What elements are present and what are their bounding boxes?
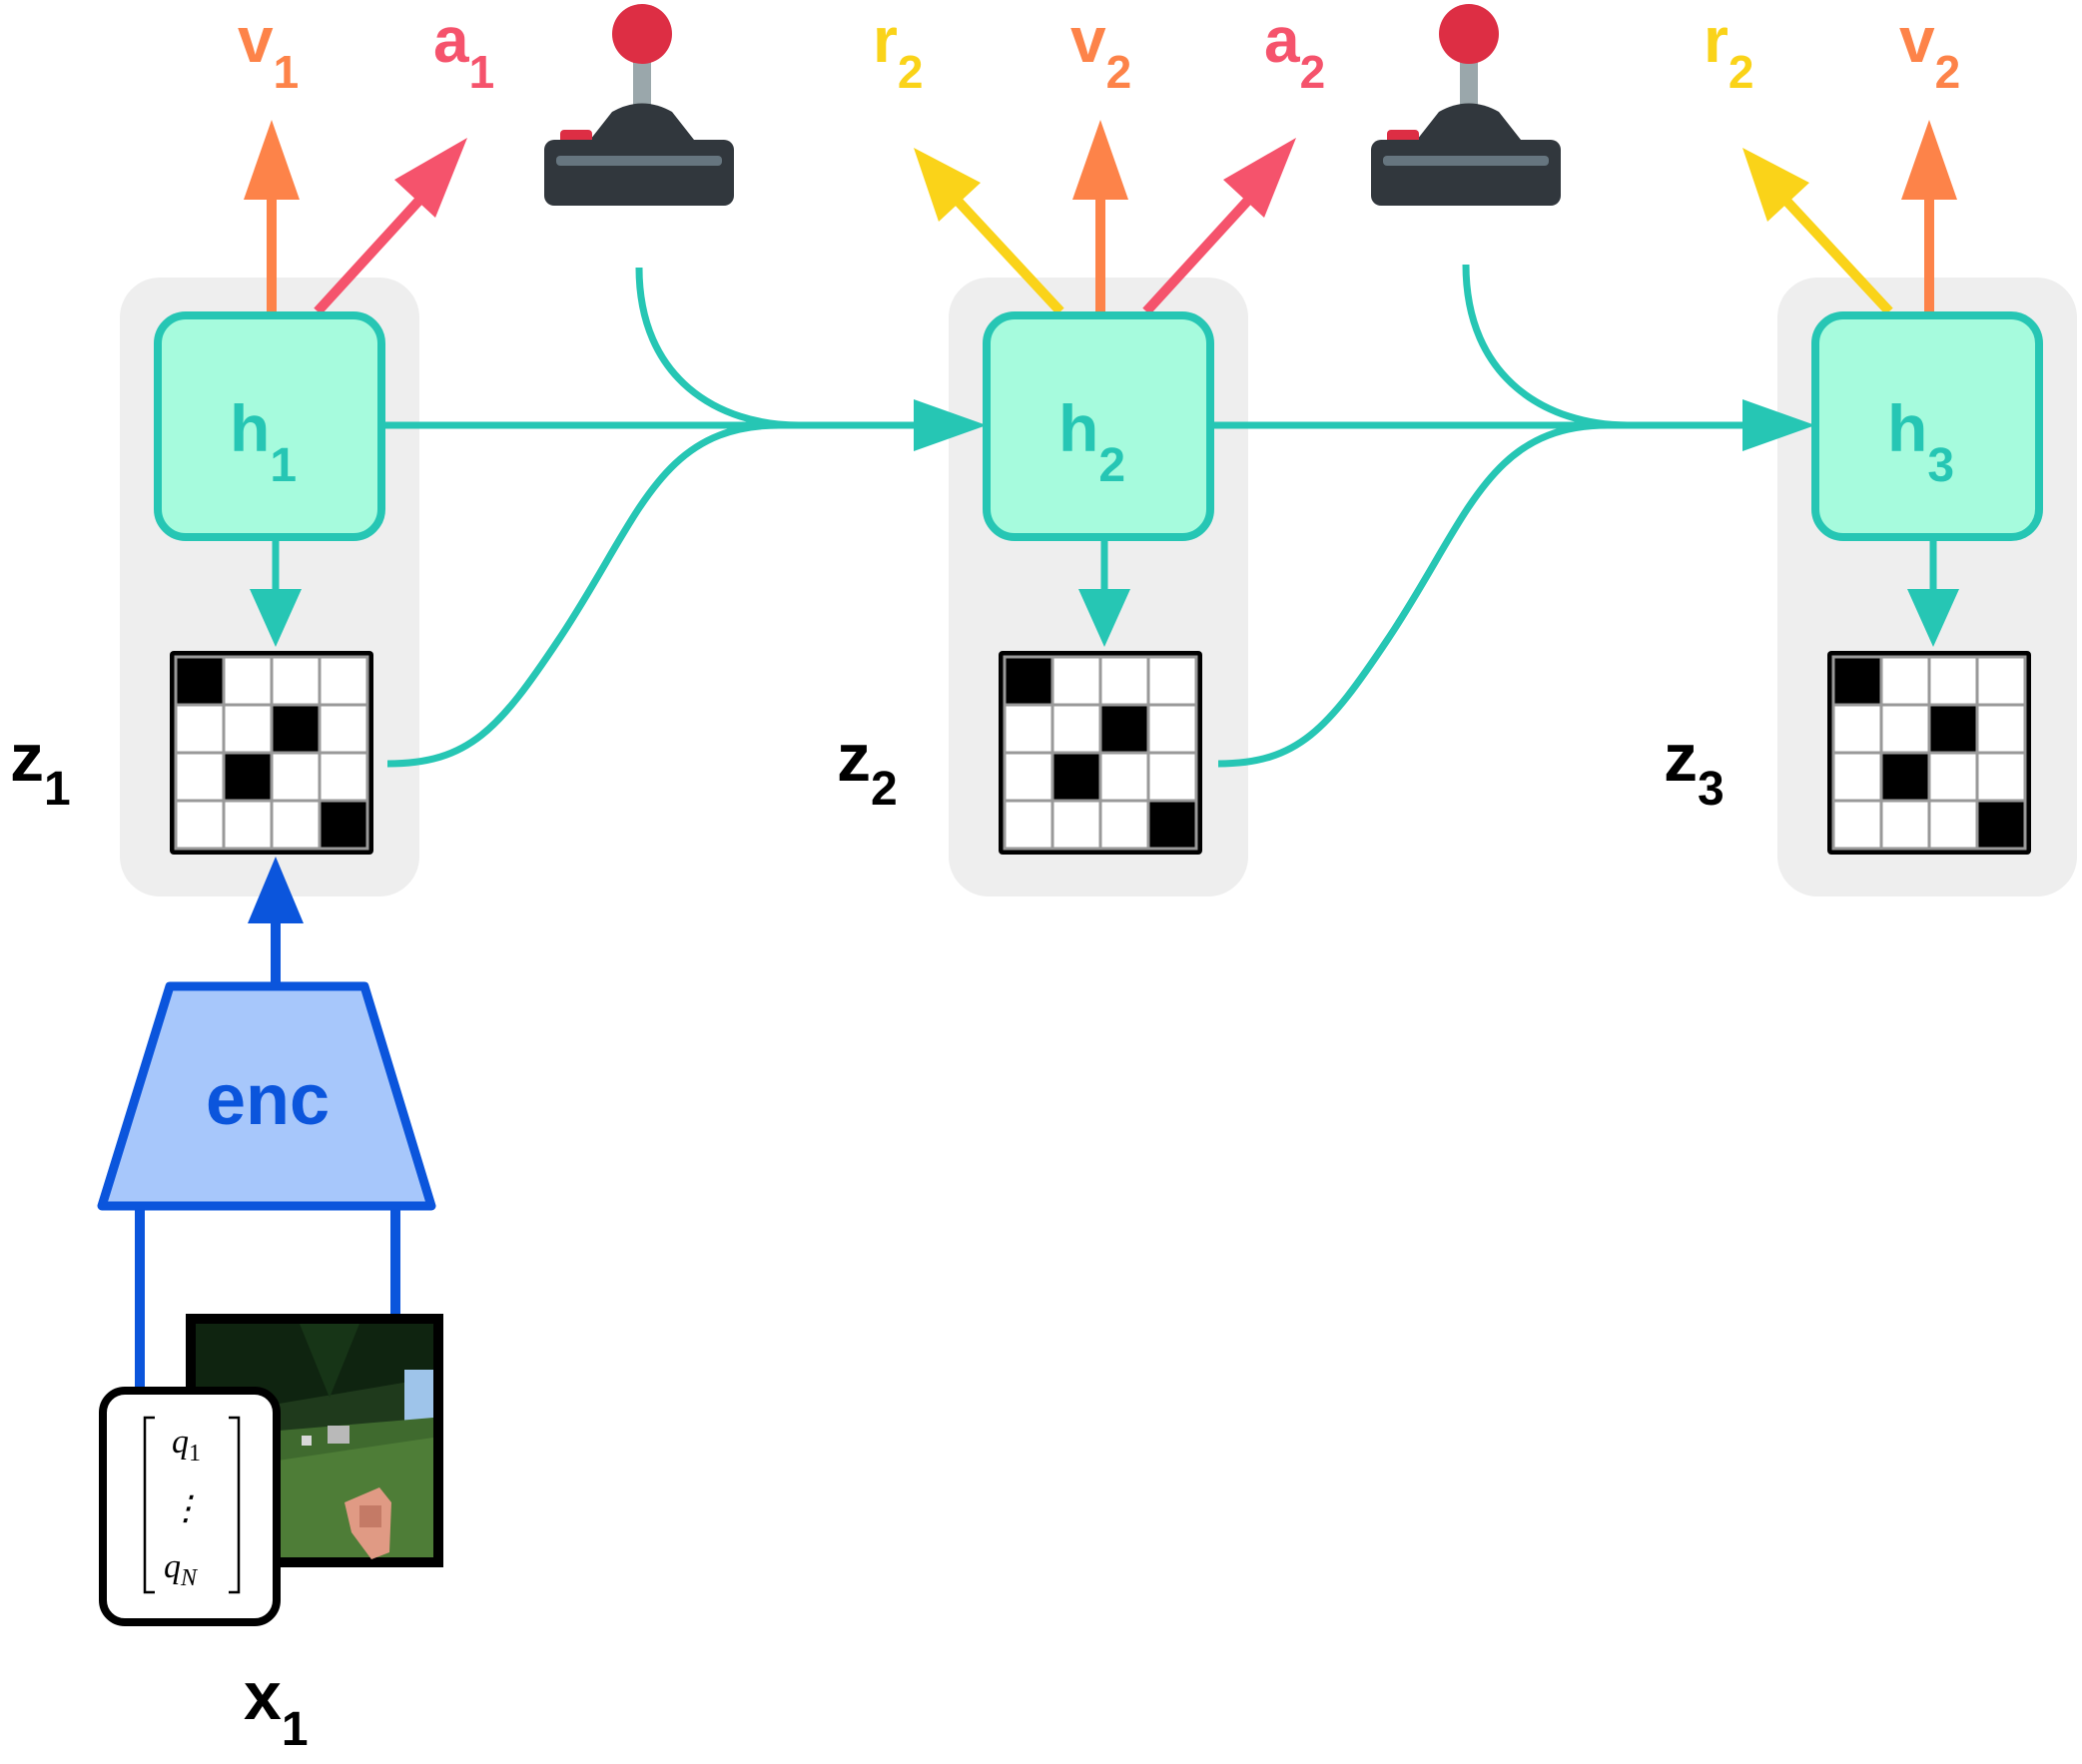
encoder-trapezoid <box>97 981 436 1211</box>
z1-label: z1 <box>10 720 71 816</box>
grid-cell <box>222 751 274 803</box>
grid-cell <box>318 799 369 851</box>
v3-arrowhead <box>1901 120 1957 200</box>
z3-grid <box>1827 651 2031 855</box>
a2-label: a2 <box>1264 4 1325 98</box>
vector-bottom-entry: qN <box>164 1548 199 1591</box>
grid-cell <box>1927 751 1979 803</box>
r2-label: r2 <box>873 4 924 98</box>
grid-cell <box>318 751 369 803</box>
grid-cell <box>1879 655 1931 707</box>
grid-cell <box>1050 655 1102 707</box>
grid-cell <box>1831 703 1883 755</box>
grid-cell <box>1003 751 1054 803</box>
h2-to-h3-arrowhead <box>1742 399 1815 451</box>
z2-grid <box>999 651 1202 855</box>
grid-cell <box>1003 799 1054 851</box>
grid-cell <box>1098 751 1150 803</box>
encoder: enc <box>97 857 436 1388</box>
h1-to-h2-arrowhead <box>914 399 987 451</box>
grid-cell <box>1003 655 1054 707</box>
h3-label: h3 <box>1887 391 1954 492</box>
vector-top-entry: q1 <box>172 1424 201 1467</box>
z2-label: z2 <box>837 720 898 816</box>
z3-label: z3 <box>1664 720 1725 816</box>
r3-arrowhead <box>1742 148 1809 222</box>
grid-cell <box>1050 799 1102 851</box>
grid-cell <box>1879 703 1931 755</box>
grid-cell <box>1975 751 2027 803</box>
grid-cell <box>1927 655 1979 707</box>
grid-cell <box>1831 655 1883 707</box>
a1-label: a1 <box>433 4 494 98</box>
joystick-icon <box>1371 4 1561 206</box>
x1-label: x1 <box>244 1658 309 1756</box>
h1-label: h1 <box>230 391 297 492</box>
grid-cell <box>1831 799 1883 851</box>
grid-cell <box>1146 655 1198 707</box>
grid-cell <box>1098 799 1150 851</box>
z2-to-h3-curve <box>1217 421 1609 768</box>
grid-cell <box>270 799 322 851</box>
grid-cell <box>1879 751 1931 803</box>
v1-arrowhead <box>244 120 300 200</box>
grid-cell <box>1975 703 2027 755</box>
outputs-step-1 <box>244 120 467 315</box>
grid-cell <box>1927 799 1979 851</box>
grid-cell <box>1003 703 1054 755</box>
enc-to-z1-arrowhead <box>248 857 304 923</box>
grid-cell <box>222 799 274 851</box>
grid-cell <box>270 655 322 707</box>
joystick-icon <box>544 4 734 206</box>
action1-to-h2-curve <box>635 267 800 429</box>
grid-cell <box>1050 751 1102 803</box>
h1-box <box>154 311 385 541</box>
a1-arrowhead <box>394 138 467 218</box>
grid-cell <box>174 751 226 803</box>
grid-cell <box>318 703 369 755</box>
grid-cell <box>1050 703 1102 755</box>
grid-cell <box>174 703 226 755</box>
grid-cell <box>1975 799 2027 851</box>
r3-label: r2 <box>1704 4 1754 98</box>
h2-label: h2 <box>1058 391 1125 492</box>
grid-cell <box>1146 751 1198 803</box>
h2-to-z2-arrowhead <box>1078 589 1130 647</box>
grid-cell <box>318 655 369 707</box>
grid-cell <box>1146 799 1198 851</box>
grid-cell <box>1975 655 2027 707</box>
grid-cell <box>1879 799 1931 851</box>
grid-cell <box>1831 751 1883 803</box>
v2-label: v2 <box>1070 4 1131 98</box>
grid-cell <box>222 703 274 755</box>
grid-cell <box>1098 655 1150 707</box>
grid-cell <box>174 655 226 707</box>
grid-cell <box>270 751 322 803</box>
grid-cell <box>1098 703 1150 755</box>
grid-cell <box>1927 703 1979 755</box>
v1-label: v1 <box>238 4 299 98</box>
grid-cell <box>222 655 274 707</box>
grid-cell <box>174 799 226 851</box>
outputs-step-3 <box>1742 120 1957 315</box>
z1-grid <box>170 651 373 855</box>
h3-box <box>1811 311 2043 541</box>
r2-arrowhead <box>914 148 981 222</box>
vector-ellipsis: ⋮ <box>169 1490 203 1527</box>
grid-cell <box>1146 703 1198 755</box>
h3-to-z3-arrowhead <box>1907 589 1959 647</box>
encoder-label: enc <box>206 1060 330 1140</box>
recurrent-connections <box>250 264 1959 768</box>
h2-box <box>983 311 1214 541</box>
outputs-step-2 <box>914 120 1296 315</box>
v2-arrowhead <box>1072 120 1128 200</box>
h1-to-z1-arrowhead <box>250 589 302 647</box>
proprio-vector-card: q1 ⋮ qN <box>99 1387 281 1626</box>
a2-arrowhead <box>1223 138 1296 218</box>
action2-to-h3-curve <box>1462 264 1629 429</box>
z1-to-h2-curve <box>386 421 780 768</box>
v3-label: v2 <box>1899 4 1960 98</box>
grid-cell <box>270 703 322 755</box>
